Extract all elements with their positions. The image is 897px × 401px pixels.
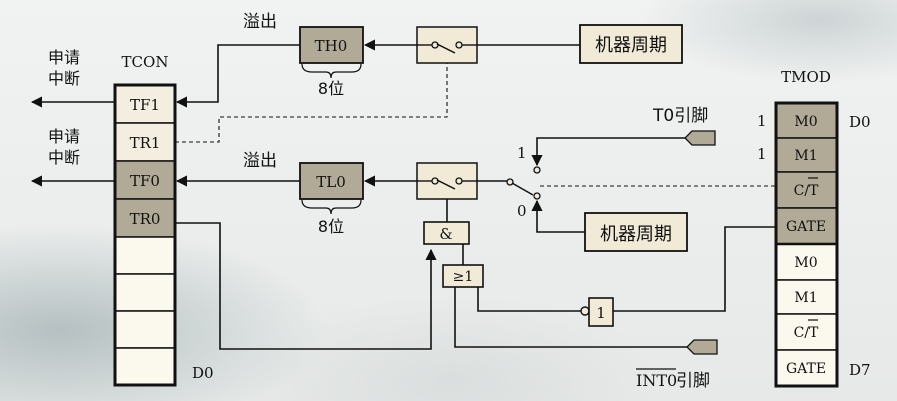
tmod-title: TMOD	[781, 68, 831, 86]
tl0-bits-label: 8位	[318, 217, 344, 236]
machine-cycle-bottom-box	[584, 212, 688, 252]
int0-suffix-text: 引脚	[676, 371, 710, 391]
t0-pin-line	[531, 137, 685, 167]
tmod-label-m0-high: M0	[794, 255, 817, 271]
t0-pin-connector	[684, 130, 716, 146]
tcon-cell-6	[114, 273, 176, 312]
tcon-title: TCON	[122, 53, 169, 71]
tmod-label-m0-low: M0	[794, 114, 817, 130]
tmod-label-gate-low: GATE	[786, 219, 826, 235]
ct-selector-switch	[506, 166, 541, 200]
tcon-label-tr1: TR1	[130, 134, 161, 152]
not-gate	[588, 297, 614, 327]
tl0-label: TL0	[316, 173, 346, 191]
tcon-cell-5	[114, 236, 176, 275]
or-to-not-line	[477, 287, 581, 312]
and-gate	[423, 221, 470, 245]
tmod-m1-value: 1	[757, 145, 767, 163]
tmod-m0-value: 1	[757, 112, 767, 130]
tmod-label-ct-high: C/T	[794, 325, 819, 341]
int0-to-or-line	[454, 287, 687, 348]
tmod-d0-label: D0	[849, 113, 871, 131]
tcon-cell-7	[114, 310, 176, 349]
tmod-cell-gate-high	[775, 349, 838, 387]
overflow-bottom-label: 溢出	[243, 151, 277, 171]
switch-zero-label: 0	[517, 202, 527, 220]
tl0-brace	[301, 199, 362, 215]
th0-bits-label: 8位	[318, 79, 344, 98]
tmod-label-m1-high: M1	[794, 290, 817, 306]
th0-register	[299, 26, 364, 64]
int0-pin-connector	[686, 339, 718, 355]
tmod-label-ct-low: C/T	[794, 183, 819, 199]
interrupt-bottom-line1: 申请	[48, 127, 80, 146]
tr1-dashed-control	[175, 63, 448, 143]
machine-cycle-bottom-label: 机器周期	[600, 224, 672, 245]
tmod-cell-m1-high	[775, 279, 838, 315]
tl0-register	[299, 162, 364, 200]
tcon-cell-tr1	[114, 122, 176, 162]
overflow-top-label: 溢出	[243, 12, 277, 32]
th0-overflow-line	[175, 44, 300, 108]
gate-to-not-line	[613, 226, 776, 312]
tcon-d0-label: D0	[192, 364, 214, 382]
machine-cycle-top-label: 机器周期	[595, 35, 667, 56]
tcon-cell-8	[114, 347, 176, 386]
and-gate-label: &	[439, 225, 452, 243]
tr0-to-and-line	[175, 222, 437, 350]
or-gate	[442, 264, 484, 288]
tcon-label-tf0: TF0	[130, 172, 160, 190]
tcon-label-tf1: TF1	[130, 96, 160, 114]
t0-pin-label: T0引脚	[652, 106, 708, 126]
int0-overline-text: INT0	[636, 371, 677, 390]
tcon-label-tr0: TR0	[130, 210, 161, 228]
machine-cycle-bottom-line	[531, 199, 585, 233]
tmod-label-gate-high: GATE	[786, 361, 826, 377]
interrupt-top-line2: 中断	[48, 69, 80, 88]
interrupt-top-line1: 申请	[48, 48, 80, 67]
machine-cycle-top-box	[579, 24, 683, 64]
th0-brace	[301, 63, 362, 79]
tmod-d7-label: D7	[849, 361, 871, 379]
or-gate-label: ≥1	[453, 269, 474, 285]
th0-control-switch	[416, 26, 478, 64]
tcon-register: TF1 TR1 TF0 TR0	[113, 83, 177, 387]
tmod-label-m1-low: M1	[794, 148, 817, 164]
switch-one-label: 1	[517, 144, 527, 162]
th0-label: TH0	[315, 37, 348, 55]
tl0-control-switch	[416, 162, 478, 200]
tmod-register: M0 M1 C/T GATE M0 M1 C/T GATE	[774, 101, 839, 388]
not-gate-bubble	[580, 306, 590, 316]
interrupt-bottom-line2: 中断	[48, 148, 80, 167]
tmod-cell-gate-low	[775, 207, 838, 245]
not-gate-label: 1	[596, 304, 606, 322]
